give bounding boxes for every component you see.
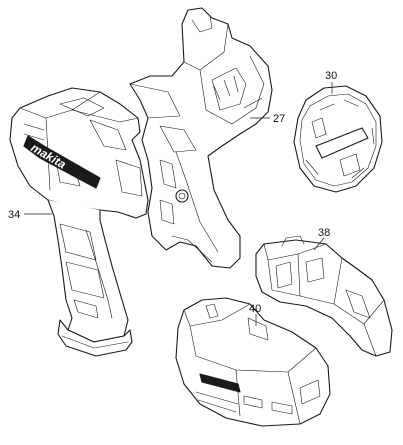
callout-34: 34	[8, 209, 20, 221]
part-38-battery-housing	[255, 235, 393, 357]
part-34-housing: makita	[9, 87, 149, 357]
callout-30: 30	[325, 70, 337, 82]
part-30-cover	[293, 85, 383, 193]
callout-40: 40	[249, 303, 261, 315]
part-40-battery-pack	[175, 297, 331, 427]
leader-38	[313, 237, 325, 251]
callout-38: 38	[318, 227, 330, 239]
callout-27: 27	[273, 113, 285, 125]
part-27-housing	[129, 7, 273, 269]
